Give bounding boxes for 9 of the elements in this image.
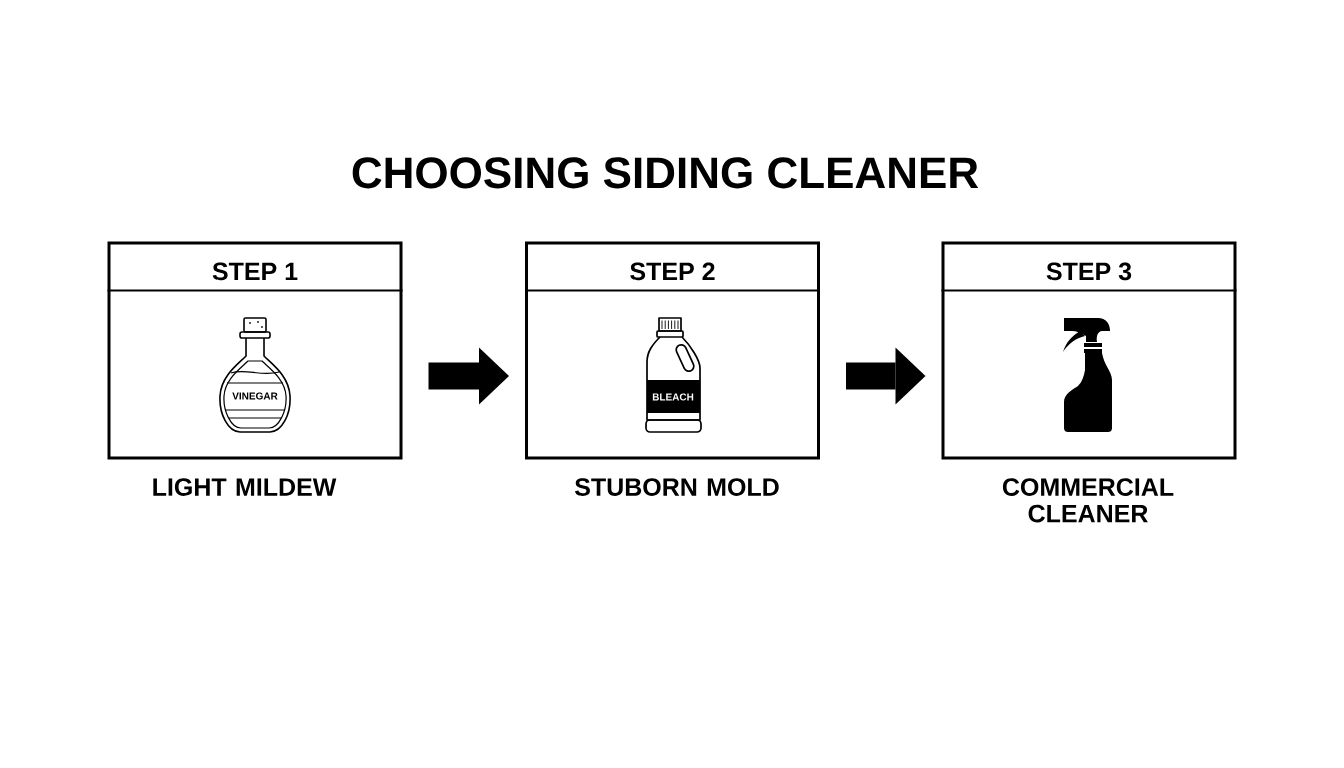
- step-caption: LIGHT MILDEW: [153, 478, 337, 496]
- step-caption: COMMERCIAL CLEANER: [1002, 478, 1174, 523]
- jug-label: BLEACH: [652, 393, 694, 401]
- bottle-label: VINEGAR: [232, 392, 278, 400]
- title: CHOOSING SIDING CLEANER: [352, 157, 979, 189]
- step-caption: STUBORN MOLD: [574, 478, 779, 496]
- arrow: [428, 347, 509, 405]
- arrow: [846, 347, 926, 405]
- step-box: STEP 3: [941, 241, 1237, 460]
